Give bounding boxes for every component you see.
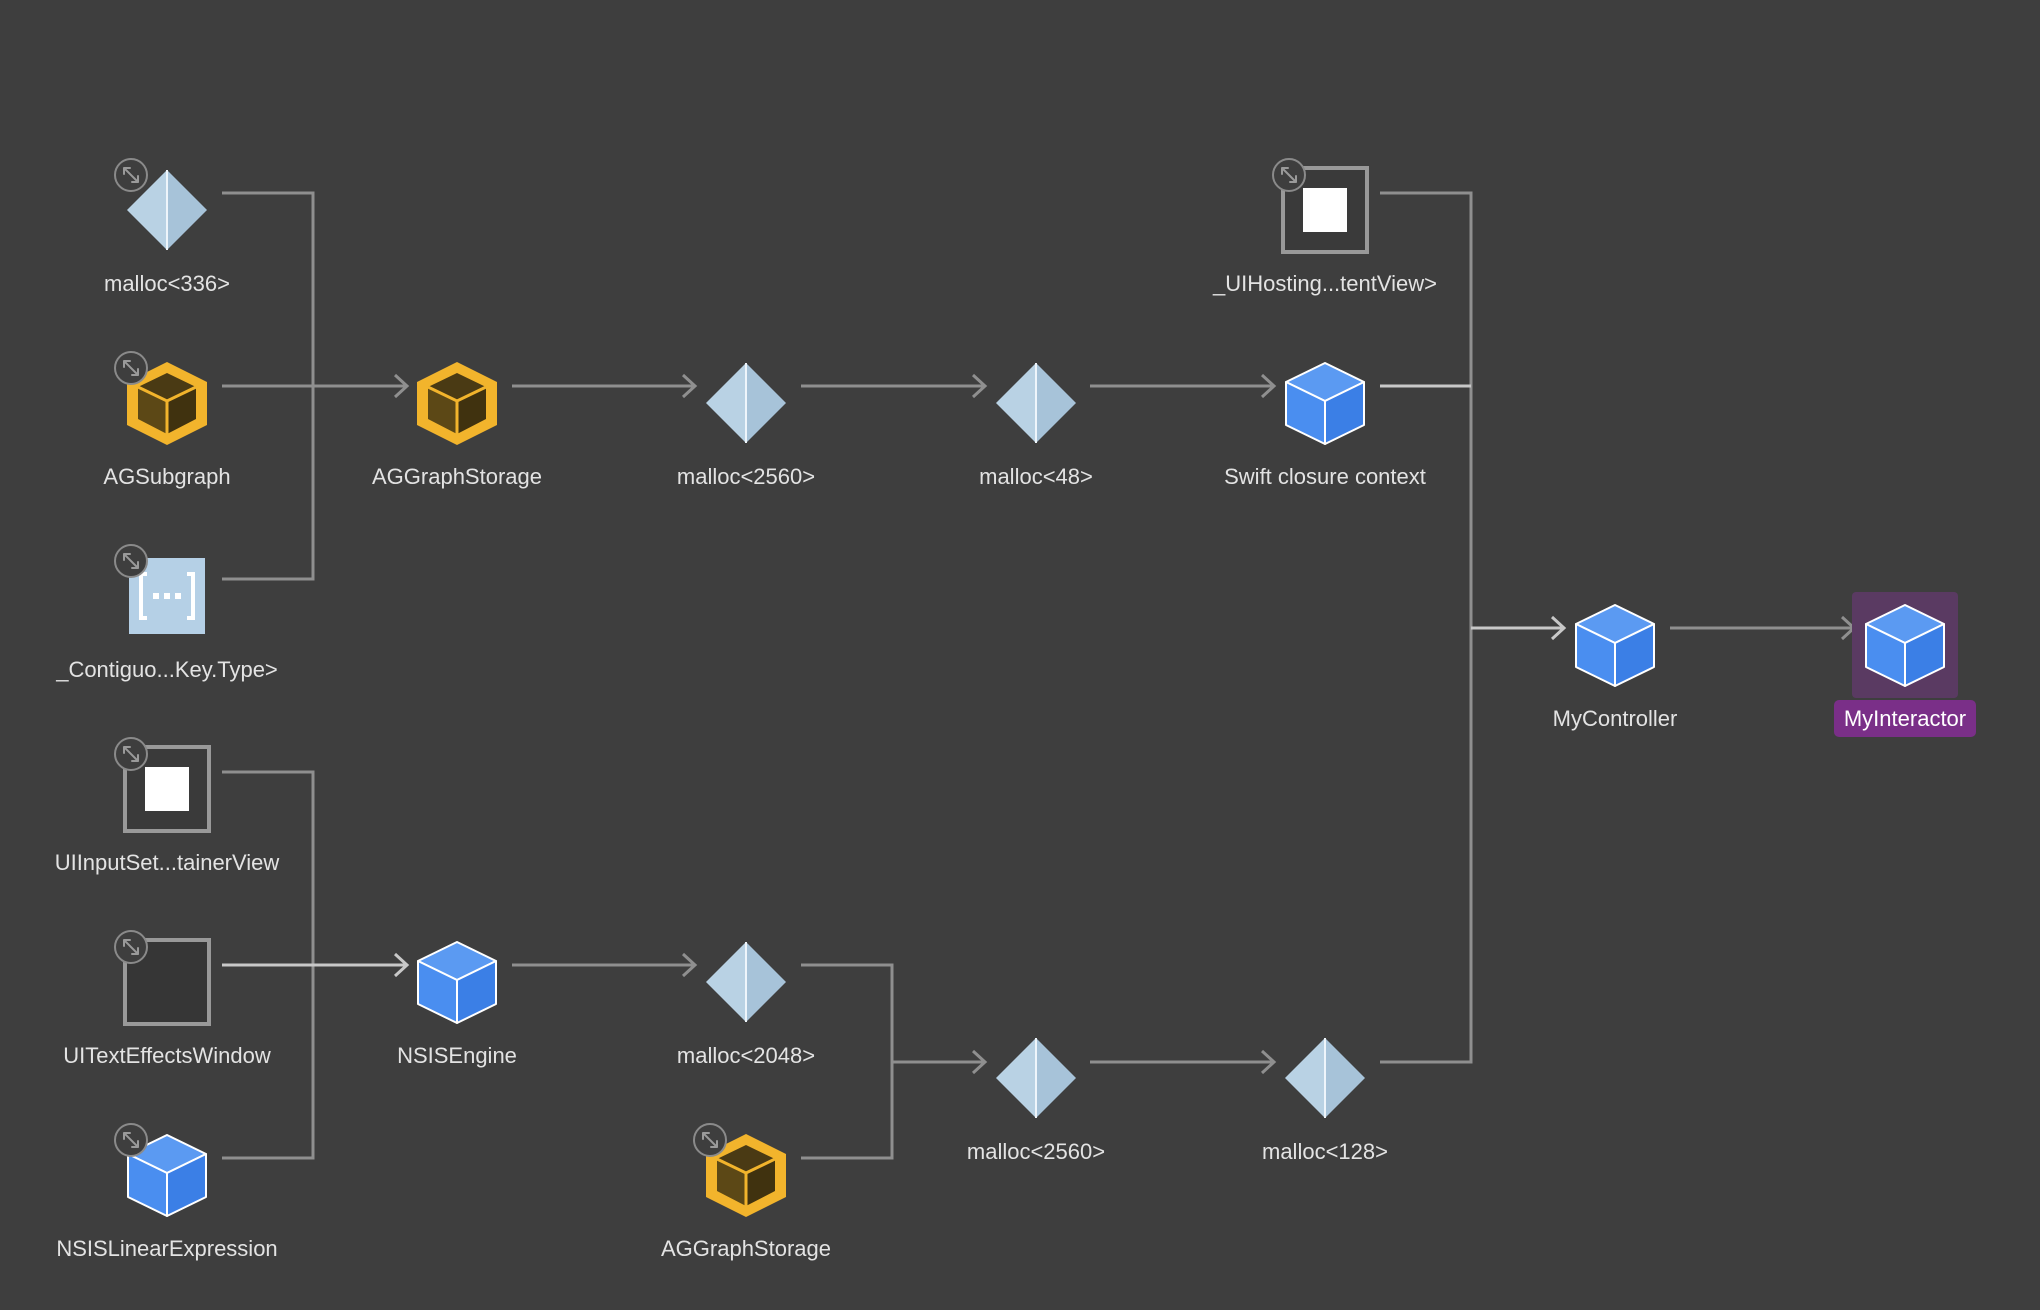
node-malloc-2560[interactable]: malloc<2560> — [606, 303, 886, 493]
node-malloc-336[interactable]: malloc<336> — [27, 110, 307, 300]
node-label: _UIHosting...tentView> — [1213, 271, 1437, 296]
edge-arrowhead — [1260, 373, 1277, 399]
node-uiinputset-containerview[interactable]: UIInputSet...tainerView — [27, 689, 307, 879]
pyramid-icon — [986, 1028, 1086, 1128]
node-label: malloc<128> — [1262, 1139, 1388, 1164]
node-label: MyController — [1552, 706, 1678, 731]
expand-icon[interactable] — [114, 737, 148, 771]
node-label: Swift closure context — [1224, 464, 1426, 489]
node-label: NSISLinearExpression — [56, 1236, 278, 1261]
edge-arrowhead — [971, 1049, 988, 1075]
blue-cube-icon — [1852, 592, 1958, 698]
pyramid-icon — [986, 353, 1086, 453]
node-label: malloc<336> — [104, 271, 230, 296]
node-myinteractor[interactable]: MyInteractor — [1765, 545, 2040, 737]
node-swift-closure-context[interactable]: Swift closure context — [1185, 303, 1465, 493]
node-label: AGSubgraph — [103, 464, 231, 489]
pyramid-icon — [1275, 1028, 1375, 1128]
node-malloc-2560-2[interactable]: malloc<2560> — [896, 978, 1176, 1168]
expand-icon[interactable] — [1272, 158, 1306, 192]
node-label: AGGraphStorage — [661, 1236, 831, 1261]
edge-arrowhead — [393, 373, 410, 399]
node-aggraphstorage[interactable]: AGGraphStorage — [317, 303, 597, 493]
node-label: malloc<2048> — [676, 1043, 816, 1068]
node-label: _Contiguo...Key.Type> — [56, 657, 278, 682]
node-mycontroller[interactable]: MyController — [1475, 545, 1755, 735]
expand-icon[interactable] — [114, 544, 148, 578]
gold-cube-icon — [407, 353, 507, 453]
expand-icon[interactable] — [693, 1123, 727, 1157]
gold-cube-icon — [696, 1125, 796, 1225]
node-aggraphstorage-2[interactable]: AGGraphStorage — [606, 1075, 886, 1265]
node-label: MyInteractor — [1833, 700, 1977, 737]
edge-arrowhead — [1550, 615, 1567, 641]
node-uitexteffectswindow[interactable]: UITextEffectsWindow — [27, 882, 307, 1072]
edge-arrowhead — [681, 373, 698, 399]
node-label: UIInputSet...tainerView — [54, 850, 280, 875]
blue-cube-icon — [117, 1125, 217, 1225]
node-nsislinearexpression[interactable]: NSISLinearExpression — [27, 1075, 307, 1265]
edge-arrowhead — [681, 952, 698, 978]
expand-icon[interactable] — [114, 158, 148, 192]
node-label: malloc<2560> — [966, 1139, 1106, 1164]
node-label: NSISEngine — [397, 1043, 517, 1068]
expand-icon[interactable] — [114, 1123, 148, 1157]
gold-cube-icon — [117, 353, 217, 453]
expand-icon[interactable] — [114, 930, 148, 964]
node-agsubgraph[interactable]: AGSubgraph — [27, 303, 307, 493]
blue-cube-icon — [407, 932, 507, 1032]
node-label: malloc<2560> — [676, 464, 816, 489]
node-malloc-2048[interactable]: malloc<2048> — [606, 882, 886, 1072]
blue-cube-icon — [1565, 595, 1665, 695]
pyramid-icon — [117, 160, 217, 260]
edge-arrowhead — [1260, 1049, 1277, 1075]
node-label: malloc<48> — [979, 464, 1093, 489]
node-uihosting-contentview[interactable]: _UIHosting...tentView> — [1185, 110, 1465, 300]
expand-icon[interactable] — [114, 351, 148, 385]
pyramid-icon — [696, 932, 796, 1032]
node-label: AGGraphStorage — [372, 464, 542, 489]
edge-arrowhead — [971, 373, 988, 399]
edge-arrowhead — [393, 952, 410, 978]
node-malloc-48[interactable]: malloc<48> — [896, 303, 1176, 493]
blue-cube-icon — [1275, 353, 1375, 453]
node-malloc-128[interactable]: malloc<128> — [1185, 978, 1465, 1168]
pyramid-icon — [696, 353, 796, 453]
node-contiguous-key-type[interactable]: _Contiguo...Key.Type> — [27, 496, 307, 686]
node-label: UITextEffectsWindow — [63, 1043, 271, 1068]
node-nsisengine[interactable]: NSISEngine — [317, 882, 597, 1072]
